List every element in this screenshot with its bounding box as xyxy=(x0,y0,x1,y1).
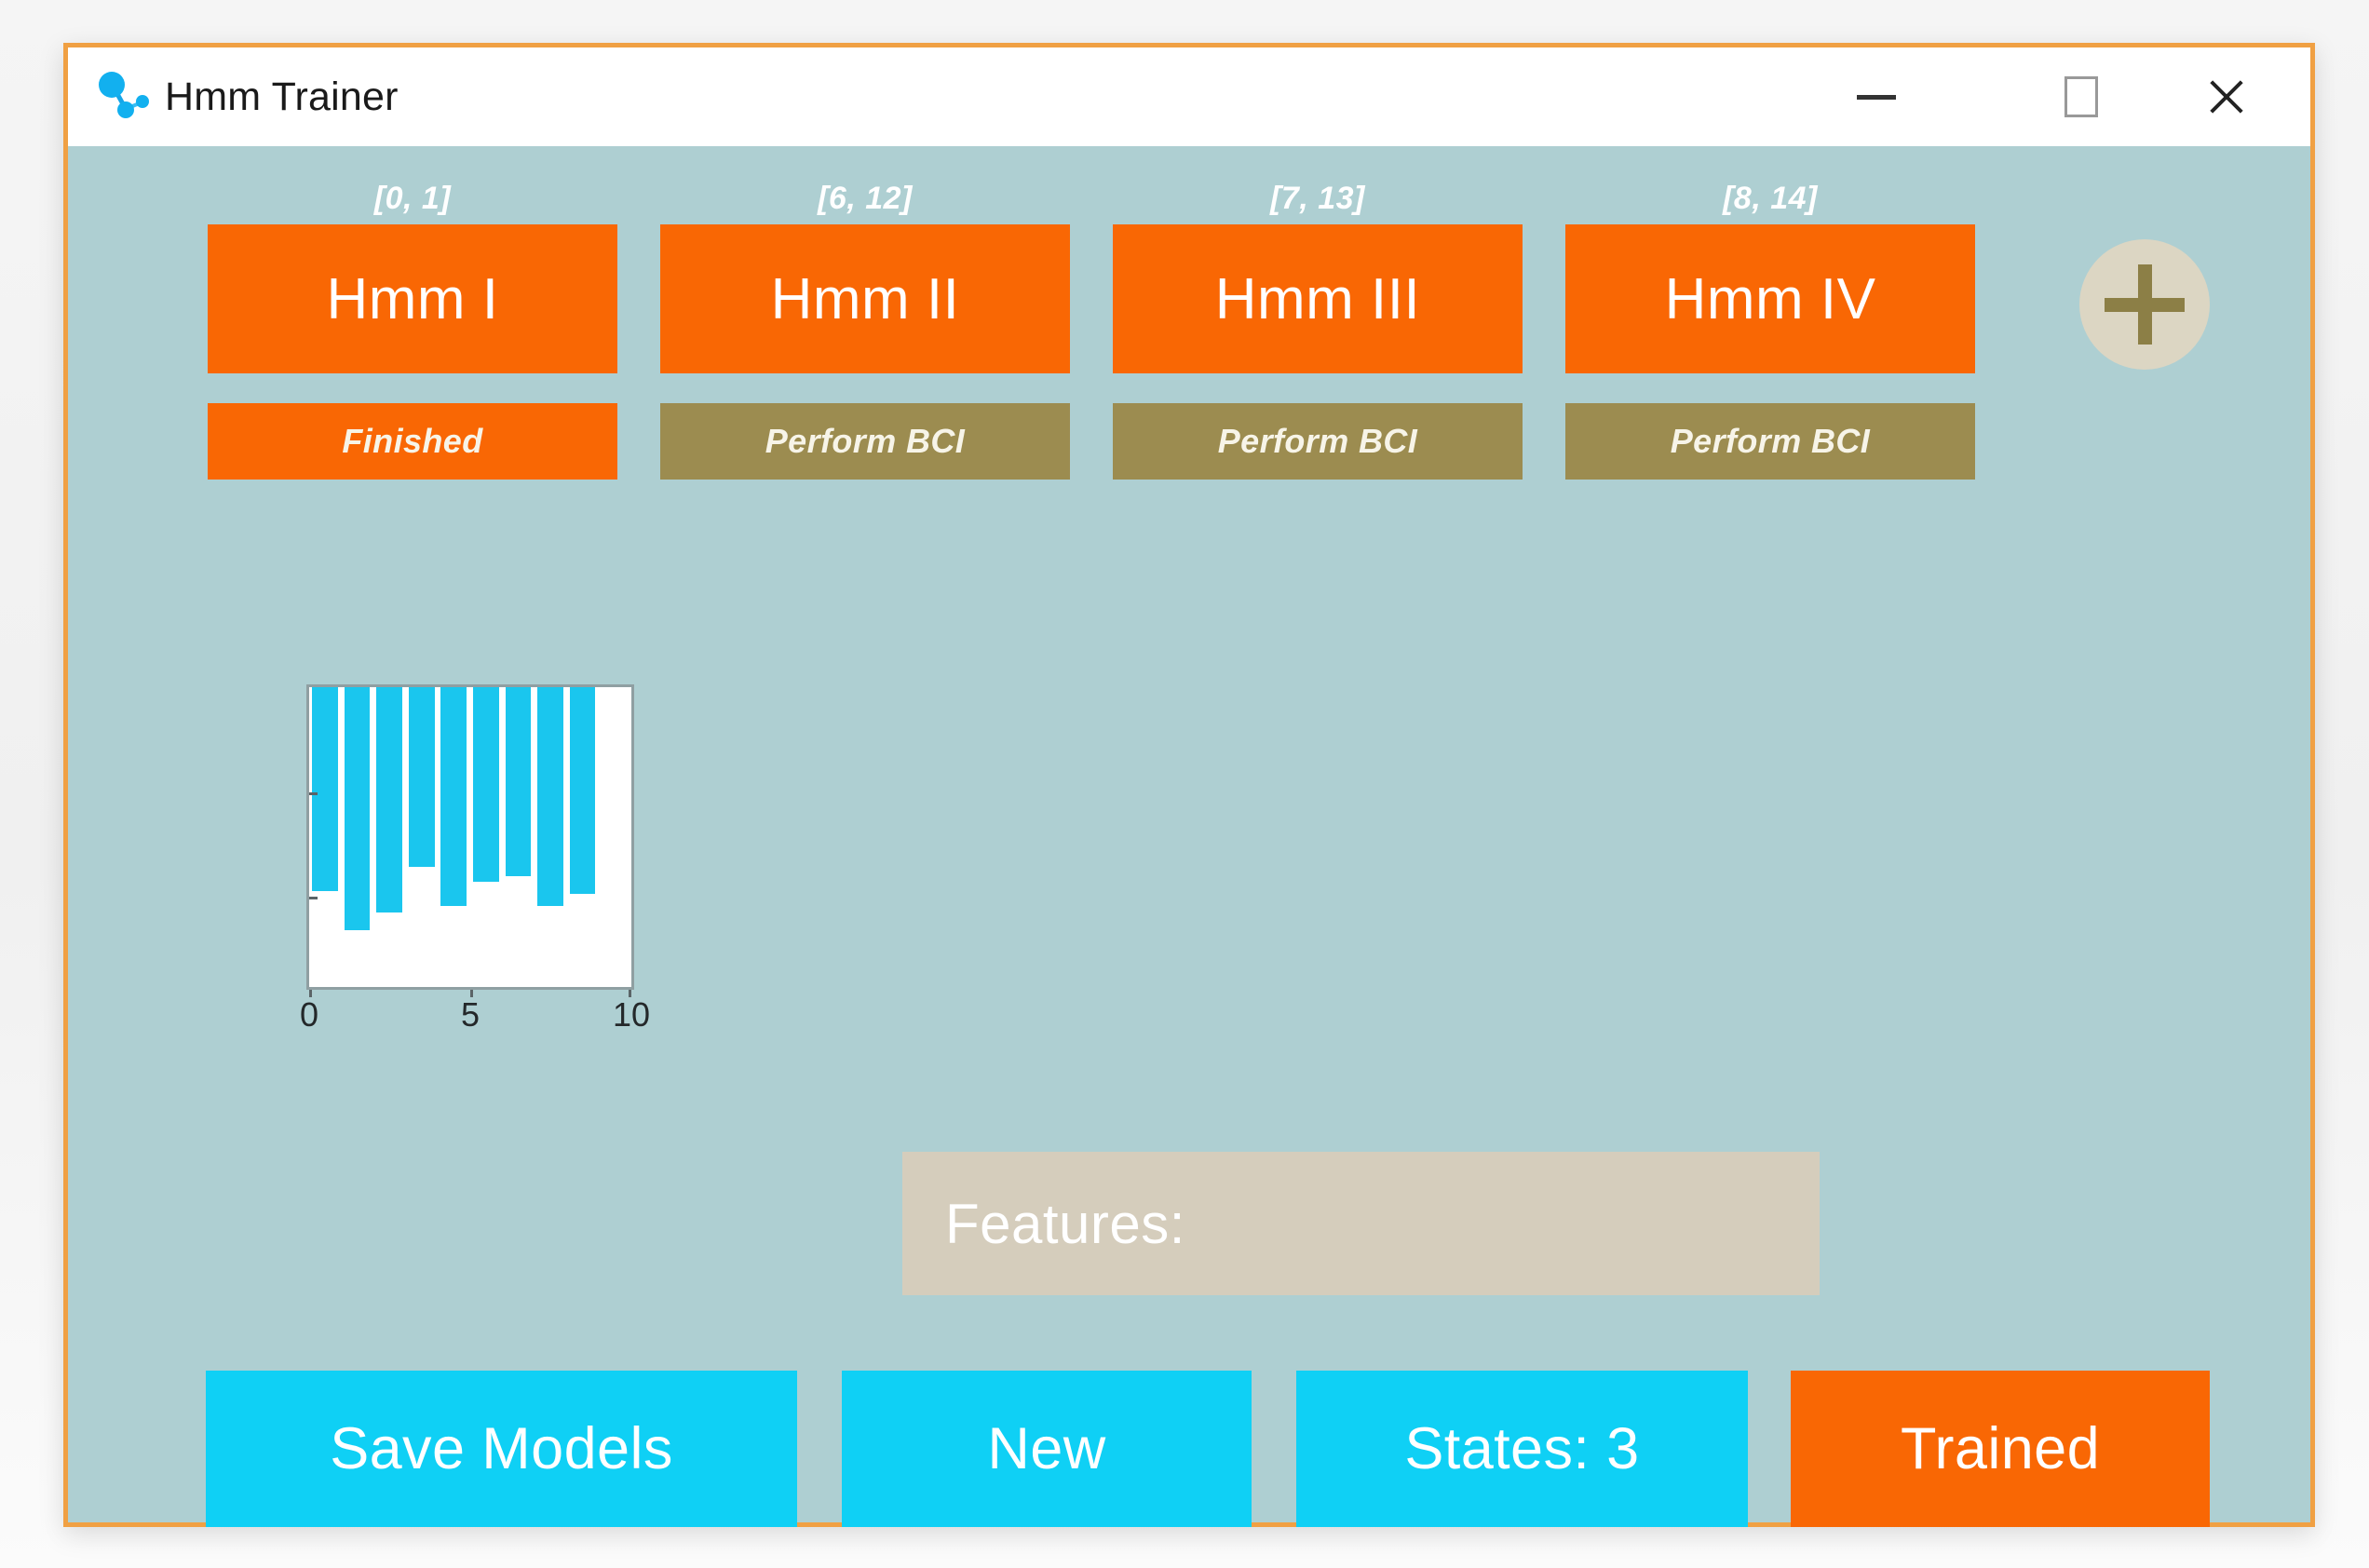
model-button-hmm-ii[interactable]: Hmm II xyxy=(660,224,1070,373)
features-field[interactable]: Features: xyxy=(902,1152,1820,1295)
model-column-hmm-ii: [6, 12] Hmm II Perform BCI xyxy=(660,172,1070,480)
maximize-button[interactable] xyxy=(2025,47,2137,146)
chart-bar xyxy=(440,687,467,907)
save-models-button[interactable]: Save Models xyxy=(206,1371,797,1527)
chart-bar xyxy=(473,687,499,883)
model-button-hmm-iv[interactable]: Hmm IV xyxy=(1565,224,1975,373)
chart-x-tick xyxy=(470,990,473,997)
chart-bar xyxy=(312,687,338,891)
chart-x-tick-label: 0 xyxy=(299,995,319,1034)
app-content: [0, 1] Hmm I Finished [6, 12] Hmm II Per… xyxy=(68,146,2310,1527)
model-column-hmm-iii: [7, 13] Hmm III Perform BCI xyxy=(1113,172,1523,480)
chart-x-tick-label: 10 xyxy=(612,995,651,1034)
close-icon xyxy=(2205,75,2248,118)
window-title: Hmm Trainer xyxy=(165,74,399,119)
model-status-hmm-i[interactable]: Finished xyxy=(208,403,617,480)
chart-bar xyxy=(376,687,402,912)
feature-histogram-chart: 0 5 10 xyxy=(300,684,650,1046)
chart-bar xyxy=(569,687,596,895)
add-model-button[interactable] xyxy=(2079,239,2210,370)
chart-x-tick xyxy=(629,990,631,997)
maximize-icon xyxy=(2064,76,2098,117)
minimize-icon xyxy=(1857,94,1896,100)
model-status-hmm-iv[interactable]: Perform BCI xyxy=(1565,403,1975,480)
model-button-hmm-i[interactable]: Hmm I xyxy=(208,224,617,373)
states-button[interactable]: States: 3 xyxy=(1296,1371,1748,1527)
node-graph-icon xyxy=(99,72,149,118)
model-range-label: [8, 14] xyxy=(1723,181,1818,216)
trained-button[interactable]: Trained xyxy=(1791,1371,2210,1527)
model-range-label: [6, 12] xyxy=(818,181,913,216)
minimize-button[interactable] xyxy=(1821,47,1932,146)
title-bar[interactable]: Hmm Trainer xyxy=(68,47,2310,146)
model-range-label: [0, 1] xyxy=(373,181,452,216)
model-button-hmm-iii[interactable]: Hmm III xyxy=(1113,224,1523,373)
chart-bar xyxy=(344,687,371,930)
chart-x-tick xyxy=(309,990,312,997)
model-range-label: [7, 13] xyxy=(1270,181,1365,216)
chart-bar xyxy=(505,687,532,876)
chart-x-axis: 0 5 10 xyxy=(300,990,650,1046)
model-status-hmm-iii[interactable]: Perform BCI xyxy=(1113,403,1523,480)
chart-plot-frame xyxy=(306,684,634,990)
close-button[interactable] xyxy=(2171,47,2282,146)
chart-x-tick-label: 5 xyxy=(460,995,481,1034)
models-row: [0, 1] Hmm I Finished [6, 12] Hmm II Per… xyxy=(208,172,1975,480)
features-label: Features: xyxy=(945,1192,1185,1255)
chart-y-tick xyxy=(309,791,318,795)
chart-bar xyxy=(408,687,435,868)
app-window: Hmm Trainer [0, 1] Hmm I Finished [6, 12… xyxy=(63,43,2315,1527)
new-button[interactable]: New xyxy=(842,1371,1252,1527)
actions-row: Save Models New States: 3 Trained xyxy=(206,1371,2210,1527)
model-column-hmm-i: [0, 1] Hmm I Finished xyxy=(208,172,617,480)
chart-bar xyxy=(537,687,563,907)
chart-bars xyxy=(309,687,631,987)
chart-y-tick xyxy=(309,897,318,900)
model-status-hmm-ii[interactable]: Perform BCI xyxy=(660,403,1070,480)
plus-icon xyxy=(2105,264,2185,345)
model-column-hmm-iv: [8, 14] Hmm IV Perform BCI xyxy=(1565,172,1975,480)
